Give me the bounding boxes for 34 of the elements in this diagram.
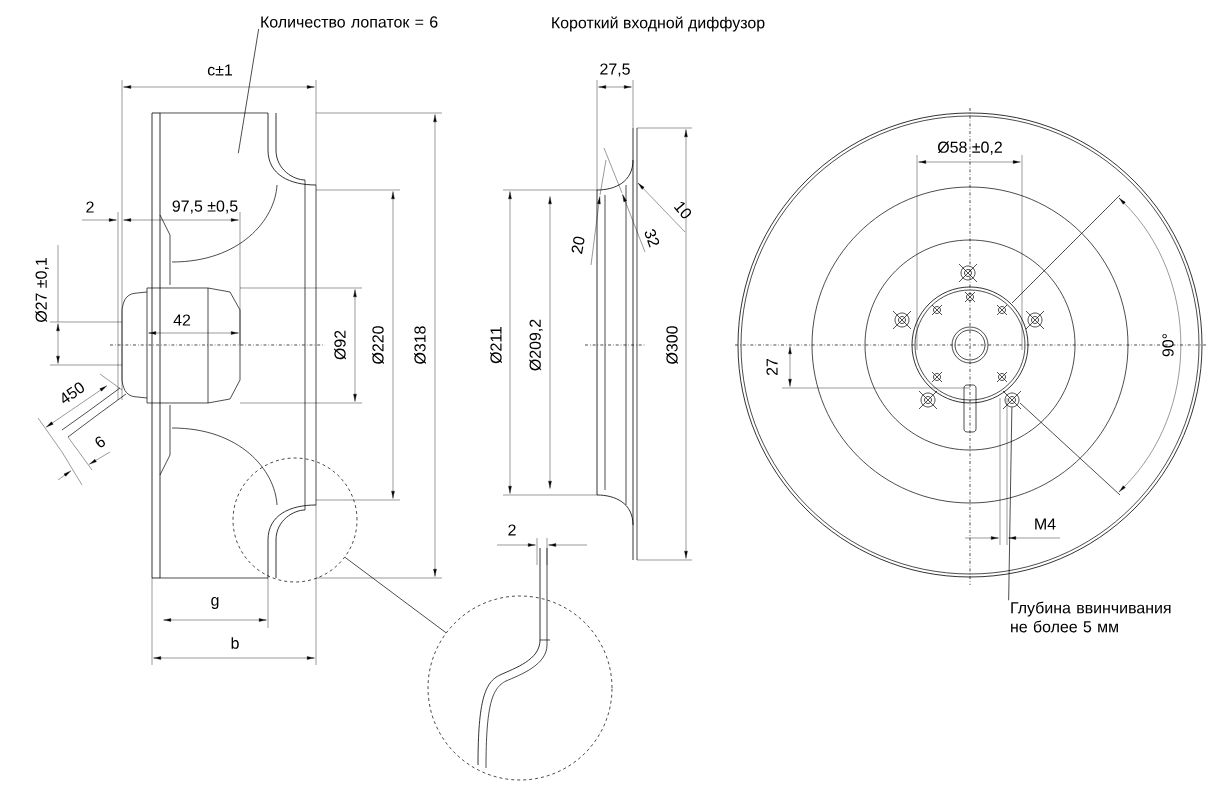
dimension-label: 450	[62, 382, 84, 403]
dimension-label: 6	[95, 436, 105, 448]
dimension-label: Ø300	[666, 326, 678, 364]
leader-line	[237, 28, 259, 154]
threaded-hole	[1002, 390, 1022, 410]
dimension-label: M4	[1035, 518, 1056, 530]
dimension-label: 27	[766, 358, 778, 376]
dimension-label: 90°	[1162, 333, 1174, 357]
view-title: Короткий входной диффузор	[552, 16, 765, 32]
dimension-label: g	[211, 597, 219, 609]
dimension-label: 10	[673, 202, 692, 219]
dimension-label: Ø209,2	[529, 319, 543, 371]
dimension-label: Ø27 ±0,1	[35, 258, 49, 323]
dimension-label: 2	[508, 524, 516, 536]
dimension-label: 2	[86, 201, 94, 213]
dimension-label: Ø58 ±0,2	[937, 141, 1002, 155]
annotation-text: Количество лопаток = 6	[261, 16, 438, 28]
dimension-label: Ø92	[334, 330, 346, 360]
dimension-label: Ø318	[414, 326, 426, 364]
dimension-label: c±1	[207, 64, 232, 76]
annotation-text: Глубина ввинчивания не более 5 мм	[1011, 601, 1171, 633]
dimension-label: 97,5 ±0,5	[172, 200, 238, 214]
dimension-label: 32	[644, 229, 660, 248]
dimension-label: Ø211	[490, 326, 502, 364]
leader-line	[1008, 407, 1013, 601]
detail-circle	[232, 457, 358, 583]
dimension-label: b	[231, 637, 239, 649]
dimension-label: 27,5	[600, 63, 630, 77]
dimension-label: 42	[173, 314, 191, 326]
dimension-label: Ø220	[372, 326, 384, 364]
dimension-label: 20	[571, 236, 585, 254]
detail-circle	[427, 595, 613, 781]
blade	[171, 184, 278, 263]
detail-leader-line	[344, 556, 447, 634]
